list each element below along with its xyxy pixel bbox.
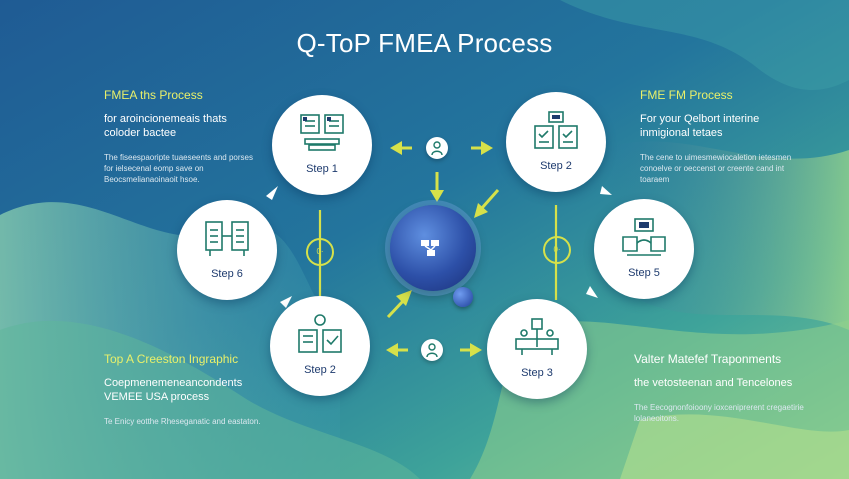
mini-node-top — [426, 137, 448, 159]
arrow-to-hub-bottom-left — [396, 290, 412, 306]
user-icon — [426, 343, 438, 358]
step-node-top-left[interactable]: Step 1 — [272, 95, 372, 195]
arrow-white-lower-right — [586, 286, 598, 298]
pipeline-tool-icon — [515, 318, 559, 355]
document-compare-icon — [205, 221, 249, 256]
ring-right: 0· — [543, 236, 571, 264]
step-label: Step 1 — [306, 163, 338, 175]
block-heading: Top A Creeston Ingraphic — [104, 352, 239, 366]
ring-left: 0· — [306, 238, 334, 266]
step-label: Step 5 — [628, 267, 660, 279]
hands-data-icon — [622, 218, 666, 256]
central-hub — [390, 205, 476, 291]
arrow-white-upper-right — [600, 186, 612, 195]
person-clipboard-icon — [298, 314, 342, 353]
user-icon — [431, 141, 443, 156]
text-block-left-top: FMEA ths Process for aroincionemeais tha… — [104, 88, 264, 185]
block-heading: Valter Matefef Traponments — [634, 352, 782, 366]
arrow-white-lower-left — [280, 296, 292, 308]
step-label: Step 2 — [540, 160, 572, 172]
block-body: Te Enicy eotthe Rheseganatic and eastato… — [104, 417, 261, 426]
block-subheading: for aroincionemeais thats coloder bactee — [104, 113, 227, 139]
step-node-bottom-right[interactable]: Step 3 — [487, 299, 587, 399]
step-label: Step 2 — [304, 364, 336, 376]
arrow-down-center — [430, 190, 444, 202]
block-heading: FME FM Process — [640, 88, 733, 102]
block-subheading: For your Qelbort interine inmigional tet… — [640, 113, 760, 139]
text-block-right-top: FME FM Process For your Qelbort interine… — [640, 88, 800, 185]
step-node-mid-right[interactable]: Step 5 — [594, 199, 694, 299]
step-node-top-right[interactable]: Step 2 — [506, 92, 606, 192]
form-stack-icon — [300, 114, 344, 151]
mini-node-bottom — [421, 339, 443, 361]
arrow-left-bottom — [386, 343, 398, 357]
block-body: The fiseespaoripte tuaeseents and porses… — [104, 153, 253, 184]
block-heading: FMEA ths Process — [104, 88, 203, 102]
text-block-left-bottom: Top A Creeston Ingraphic Coepmenemeneanc… — [104, 352, 264, 427]
text-block-right-bottom: Valter Matefef Traponments the vetosteen… — [634, 352, 804, 424]
network-nodes-icon — [421, 240, 439, 256]
block-subheading: the vetosteenan and Tencelones — [634, 377, 793, 389]
arrow-right-top — [481, 141, 493, 155]
page-title: Q-ToP FMEA Process — [296, 28, 553, 58]
hub-accent-dot — [453, 287, 473, 307]
block-body: The cene to uimesmewiocaletion ietesmen … — [640, 153, 792, 184]
step-label: Step 6 — [211, 268, 243, 280]
checklist-device-icon — [534, 111, 578, 149]
arrow-left-top — [390, 141, 402, 155]
step-node-bottom-left[interactable]: Step 2 — [270, 296, 370, 396]
arrow-right-bottom — [470, 343, 482, 357]
block-body: The Eecognonfoioony ioxceniprerent crega… — [634, 403, 804, 423]
arrow-white-upper-left — [266, 186, 278, 200]
step-label: Step 3 — [521, 367, 553, 379]
step-node-mid-left[interactable]: Step 6 — [177, 200, 277, 300]
arrow-to-hub-top-right — [474, 203, 488, 218]
block-subheading: Coepmenemeneancondents VEMEE USA process — [104, 377, 243, 403]
